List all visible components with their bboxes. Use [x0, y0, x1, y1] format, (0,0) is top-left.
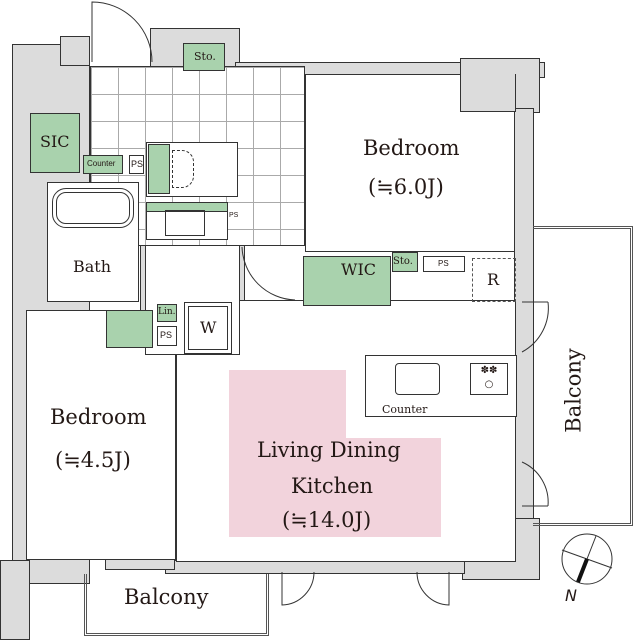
kitchen-sink-icon — [395, 363, 440, 395]
refrigerator-space — [472, 258, 516, 302]
ps-hall-label: PS — [438, 259, 449, 268]
washer-inner — [188, 306, 228, 350]
bathtub-inner-icon — [56, 192, 130, 224]
bedroom-main-label: Bedroom — [363, 136, 460, 160]
sink-icon — [165, 210, 205, 236]
washer-label: W — [200, 318, 217, 337]
refrigerator-label: R — [487, 270, 500, 289]
balcony-east-label: Balcony — [561, 348, 586, 433]
storage-entrance — [183, 43, 225, 71]
ps-hall-box — [423, 256, 465, 272]
ldk-door-icon — [241, 246, 296, 301]
sto-wic-label: Sto. — [393, 256, 413, 267]
balcony-door-2-icon — [521, 461, 549, 507]
bath-room — [47, 182, 139, 302]
linen-label: Lin. — [158, 307, 176, 317]
bedroom-closet — [106, 310, 153, 348]
ldk-label-line1: Living Dining — [257, 438, 401, 462]
ldk-size: (≒14.0J) — [282, 508, 372, 532]
linen-closet — [157, 304, 177, 322]
ps-entrance-box — [129, 155, 144, 174]
entrance-counter-label: Counter — [87, 159, 116, 168]
kitchen-counter-label: Counter — [382, 403, 428, 416]
sto-entrance-label: Sto. — [194, 50, 216, 63]
ps-entrance-label: PS — [131, 159, 144, 169]
sic-label: SIC — [40, 132, 70, 151]
bedroom-main-size: (≒6.0J) — [368, 175, 444, 199]
wic-label: WIC — [341, 260, 377, 279]
balcony-east — [533, 226, 633, 526]
bathtub-icon — [52, 188, 134, 228]
entrance-door-icon — [91, 1, 153, 63]
compass-icon — [561, 533, 613, 585]
sic-closet — [30, 113, 80, 173]
wic-closet — [303, 256, 391, 306]
storage-wic — [392, 252, 418, 272]
bedroom-small-size: (≒4.5J) — [55, 448, 131, 472]
ldk-label-line2: Kitchen — [291, 474, 374, 498]
south-door-icon — [281, 571, 315, 606]
stove-icon: ✽✽○ — [470, 363, 508, 395]
bedroom-main-corner — [460, 74, 516, 112]
bedroom-small — [26, 310, 176, 560]
balcony-south-label: Balcony — [124, 585, 209, 609]
toilet-shelf — [148, 144, 170, 194]
north-wall-left — [60, 36, 90, 66]
ps-bedroom-box — [157, 326, 177, 346]
compass-north-label: N — [565, 586, 577, 605]
bath-label: Bath — [73, 257, 112, 276]
south-door-2-icon — [416, 571, 450, 606]
ldk-highlight-2 — [346, 438, 441, 537]
southwest-pillar — [0, 560, 30, 640]
balcony-door-icon — [521, 301, 549, 353]
ps-bedroom-label: PS — [160, 330, 173, 340]
balcony-south — [84, 574, 269, 636]
toilet-icon — [172, 150, 194, 188]
vanity-top — [146, 202, 228, 212]
kitchen-counter — [365, 355, 517, 417]
ps-wash-label: PS — [229, 212, 239, 219]
ldk-highlight — [229, 370, 346, 537]
bedroom-small-label: Bedroom — [50, 405, 147, 429]
washer-space — [184, 302, 232, 354]
entrance-counter — [83, 155, 123, 174]
